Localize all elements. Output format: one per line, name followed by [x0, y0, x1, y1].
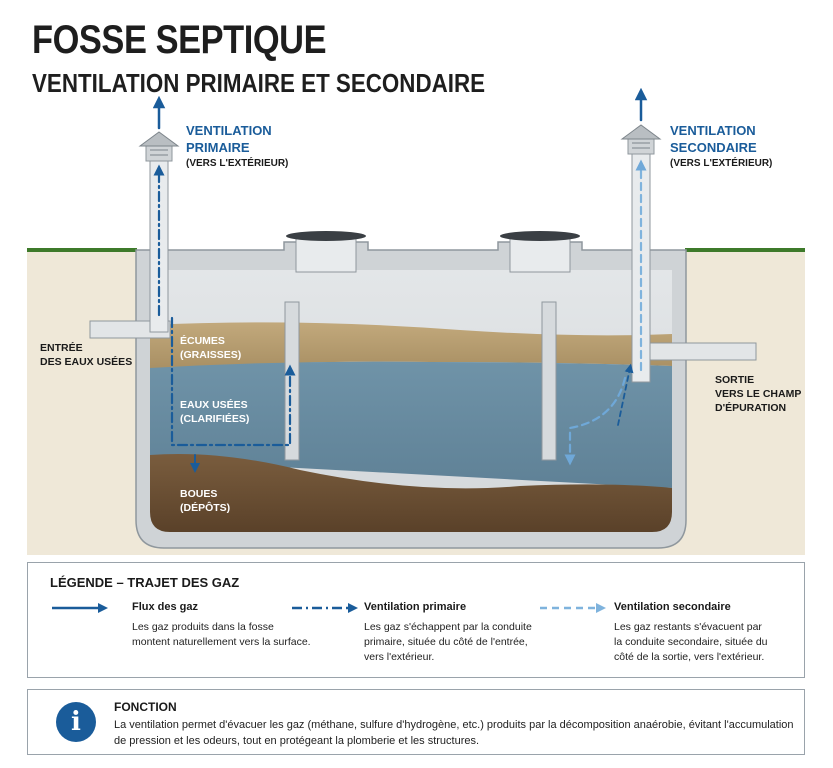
outlet-label-1: SORTIE [715, 374, 755, 386]
legend-desc: Les gaz s'échappent par la conduite prim… [364, 621, 532, 663]
legend: LÉGENDE – TRAJET DES GAZ Flux des gaz Le… [27, 562, 805, 678]
function-box: i FONCTION La ventilation permet d'évacu… [27, 689, 805, 755]
inlet-label-1: ENTRÉE [40, 342, 83, 354]
secondary-vent-title-1: VENTILATION [670, 123, 756, 138]
sludge-label-2: (DÉPÔTS) [180, 502, 231, 514]
primary-vent-title-1: VENTILATION [186, 123, 272, 138]
secondary-vent-note: (VERS L'EXTÉRIEUR) [670, 158, 773, 169]
solid-arrow-icon [52, 603, 108, 613]
outlet-pipe [647, 342, 757, 361]
page-subtitle: VENTILATION PRIMAIRE ET SECONDAIRE [32, 68, 486, 98]
legend-name: Ventilation primaire [364, 601, 467, 613]
dashed-arrow-icon [540, 603, 606, 613]
inlet-label-2: DES EAUX USÉES [40, 356, 133, 368]
legend-name: Ventilation secondaire [614, 601, 731, 613]
scum-label-1: ÉCUMES [180, 335, 225, 347]
page-title: FOSSE SEPTIQUE [32, 18, 327, 62]
sludge-label-1: BOUES [180, 488, 218, 500]
info-icon: i [56, 702, 96, 742]
legend-title: LÉGENDE – TRAJET DES GAZ [50, 575, 240, 590]
water-label-2: (CLARIFIÉES) [180, 413, 250, 425]
outlet-label-3: D'ÉPURATION [715, 402, 787, 414]
legend-desc: Les gaz restants s'évacuent par la condu… [614, 621, 768, 663]
legend-desc: Les gaz produits dans la fosse montent n… [132, 621, 311, 648]
primary-vent-title-2: PRIMAIRE [186, 140, 250, 155]
function-text: La ventilation permet d'évacuer les gaz … [114, 719, 794, 747]
septic-tank-diagram [27, 87, 805, 555]
water-label-1: EAUX USÉES [180, 399, 248, 411]
function-title: FONCTION [114, 700, 177, 714]
outlet-label-2: VERS LE CHAMP [715, 388, 802, 400]
primary-vent-note: (VERS L'EXTÉRIEUR) [186, 158, 289, 169]
tank [135, 231, 687, 549]
legend-name: Flux des gaz [132, 601, 199, 613]
gas-flow-arrows [152, 87, 648, 473]
dash-dot-arrow-icon [292, 603, 358, 613]
scum-label-2: (GRAISSES) [180, 349, 242, 361]
secondary-vent-title-2: SECONDAIRE [670, 140, 757, 155]
